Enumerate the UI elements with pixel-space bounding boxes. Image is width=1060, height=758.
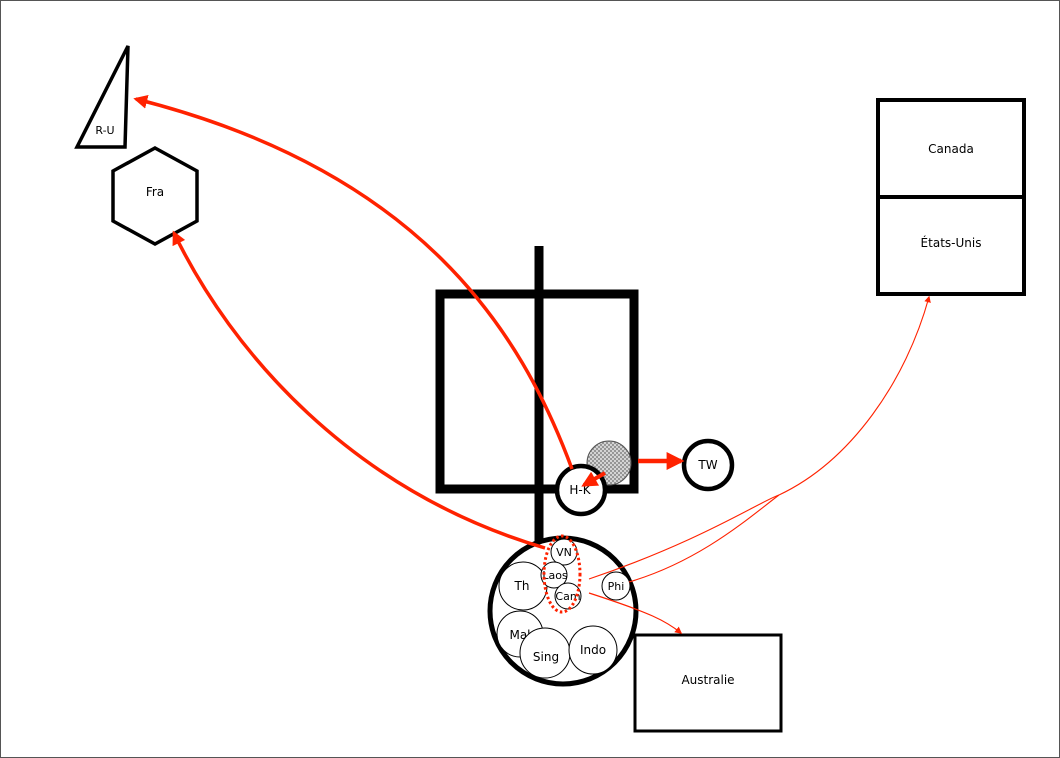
node-sing: Sing: [519, 627, 571, 679]
phi-label: Phi: [608, 580, 625, 593]
node-australie: Australie: [633, 633, 783, 733]
laos-label: Laos: [542, 569, 568, 582]
indo-label: Indo: [580, 643, 606, 657]
australie-label: Australie: [681, 673, 734, 687]
node-cam: Cam: [554, 582, 582, 610]
node-phi: Phi: [601, 571, 631, 601]
node-hk: H-K: [554, 463, 608, 517]
fra-label: Fra: [146, 185, 164, 199]
arrow-sea-to-australie: [588, 592, 683, 634]
node-th: Th: [498, 561, 548, 611]
arrow-hatched-to-hk: [581, 471, 606, 487]
node-fra: Fra: [111, 146, 199, 246]
node-indo: Indo: [568, 625, 618, 675]
node-laos: Laos: [540, 561, 568, 589]
australie-box: [633, 633, 783, 733]
node-ru: R-U: [74, 45, 130, 149]
tw-label: TW: [697, 458, 717, 472]
arrow-line-vn-branch: [588, 494, 780, 580]
hk-label: H-K: [569, 483, 591, 497]
ru-label: R-U: [95, 124, 114, 137]
arrow-sea-to-fra: [172, 230, 546, 550]
node-tw: TW: [681, 438, 735, 492]
vn-label: VN: [556, 546, 572, 559]
flow-arrows: [133, 94, 931, 634]
th-label: Th: [514, 579, 530, 593]
canada-label: Canada: [928, 142, 974, 156]
hexagon-shape: [111, 146, 199, 246]
indochina-dotted-group: [542, 534, 582, 614]
node-southeast-asia: Th Mal Sing Indo Phi VN Laos Cam: [487, 534, 639, 687]
arrow-hk-to-ru: [133, 94, 574, 470]
sing-label: Sing: [533, 650, 559, 664]
etats-unis-label: États-Unis: [921, 235, 982, 250]
node-vn: VN: [550, 538, 578, 566]
arrow-line-phi-branch: [628, 494, 780, 583]
node-north-america: Canada États-Unis: [876, 98, 1026, 296]
triangle-shape: [74, 45, 130, 149]
arrow-sea-to-north-america: [778, 295, 931, 496]
